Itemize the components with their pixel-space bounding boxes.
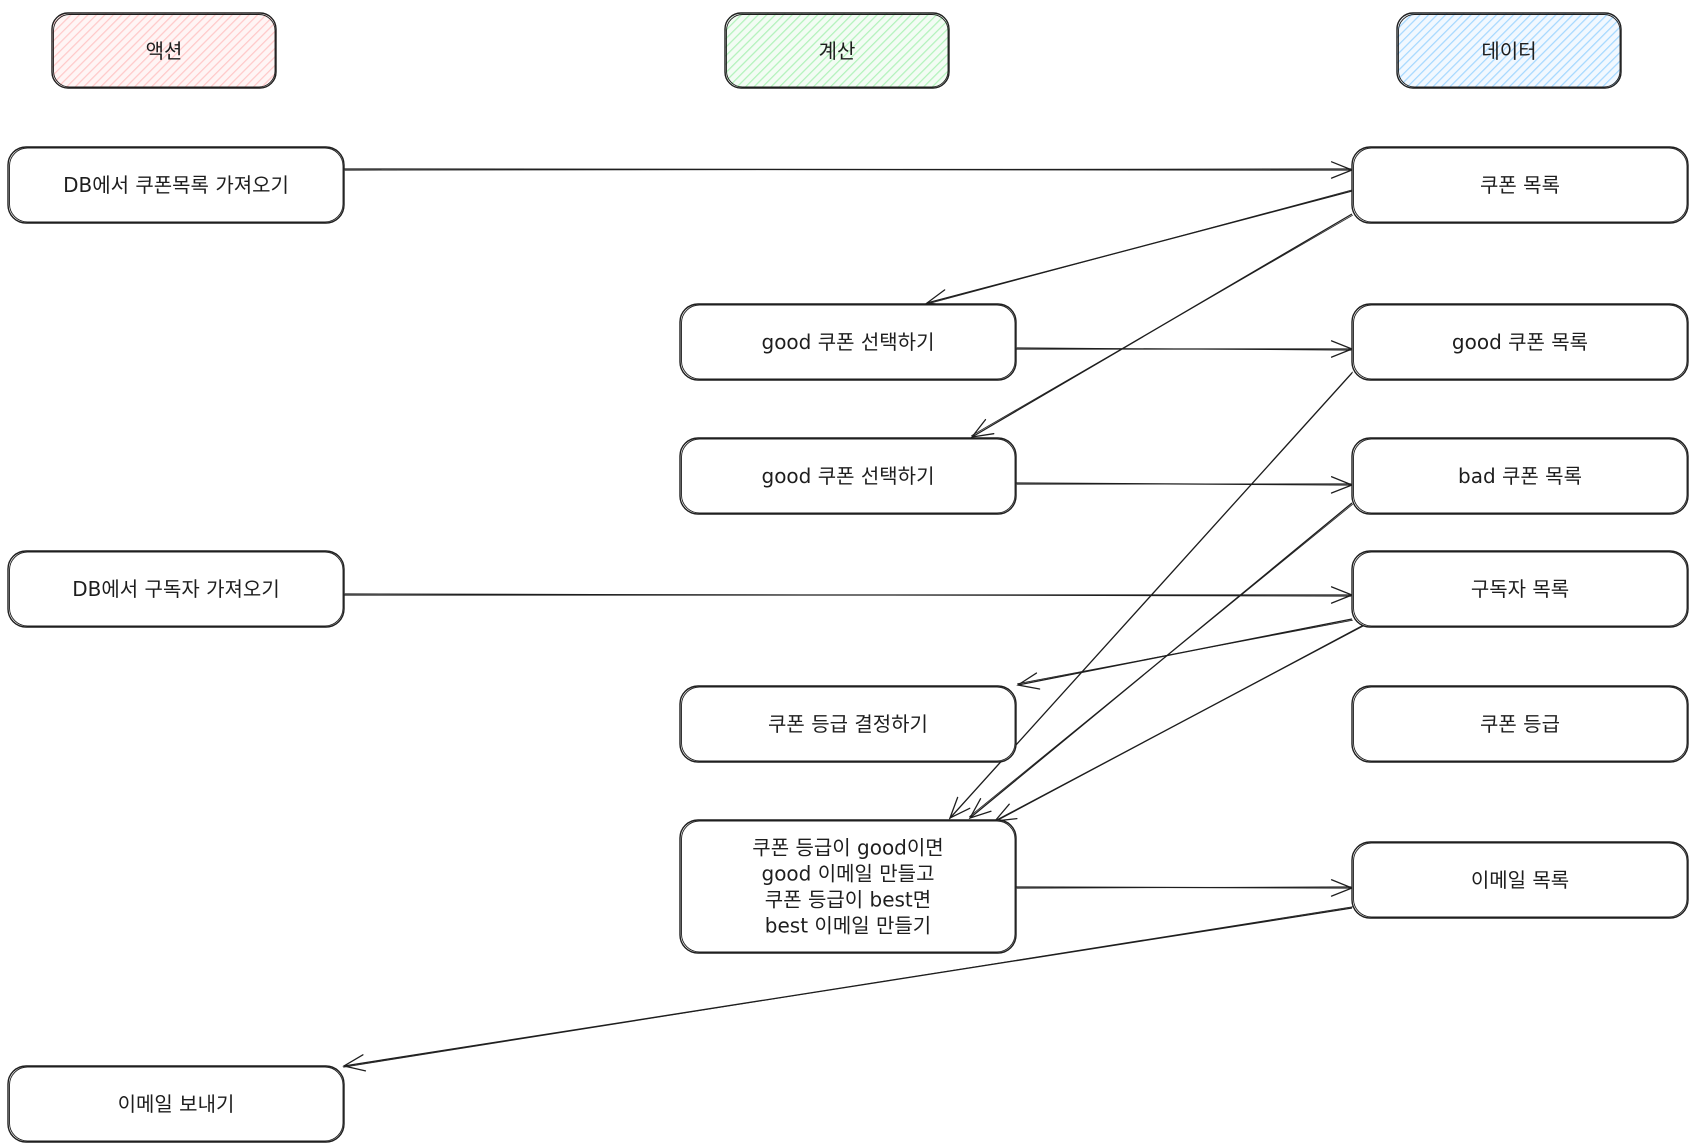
edge-select-good-1-to-good-coupon-list (1016, 340, 1354, 358)
node-select-good-1: good 쿠폰 선택하기 (679, 303, 1017, 381)
node-label: 이메일 보내기 (118, 1092, 235, 1116)
edge-coupon-list-to-select-good-2 (970, 213, 1353, 438)
node-label: 쿠폰 등급 (1480, 712, 1560, 736)
edge-select-good-2-to-bad-coupon-list (1015, 476, 1354, 494)
arrowhead-icon (342, 1054, 367, 1072)
header-calc: 계산 (724, 12, 950, 89)
node-label: 구독자 목록 (1471, 577, 1569, 601)
arrowhead-icon (948, 796, 971, 820)
node-label: best 이메일 만들기 (765, 914, 931, 938)
node-email-list: 이메일 목록 (1351, 841, 1689, 919)
node-fetch-subscribers: DB에서 구독자 가져오기 (7, 550, 345, 628)
edge-coupon-list-to-select-good-1 (925, 189, 1353, 307)
node-bad-coupon-list: bad 쿠폰 목록 (1351, 437, 1689, 515)
header-action: 액션 (51, 12, 277, 89)
header-data: 데이터 (1396, 12, 1622, 89)
node-label: DB에서 쿠폰목록 가져오기 (63, 173, 289, 197)
edge-bad-coupon-list-to-make-email (968, 502, 1353, 820)
node-label: good 쿠폰 선택하기 (762, 330, 935, 354)
arrowhead-icon (993, 803, 1018, 822)
node-coupon-rank: 쿠폰 등급 (1351, 685, 1689, 763)
edge-email-list-to-send-email (342, 906, 1353, 1072)
node-label: 쿠폰 등급 결정하기 (768, 712, 928, 736)
node-decide-rank: 쿠폰 등급 결정하기 (679, 685, 1017, 763)
edge-subscriber-list-to-decide-rank (1016, 618, 1353, 690)
edge-subscriber-list-to-make-email (993, 617, 1377, 823)
node-label: good 쿠폰 목록 (1452, 330, 1588, 354)
node-label: bad 쿠폰 목록 (1458, 464, 1582, 488)
node-fetch-coupons: DB에서 쿠폰목록 가져오기 (7, 146, 345, 224)
node-label: 이메일 목록 (1471, 868, 1569, 892)
node-label: good 이메일 만들고 (762, 862, 935, 886)
edge-fetch-subscribers-to-subscriber-list (344, 586, 1354, 604)
node-good-coupon-list: good 쿠폰 목록 (1351, 303, 1689, 381)
node-subscriber-list: 구독자 목록 (1351, 550, 1689, 628)
arrowhead-icon (968, 798, 992, 820)
arrowhead-icon (970, 418, 995, 438)
node-select-good-2: good 쿠폰 선택하기 (679, 437, 1017, 515)
node-label: 쿠폰 목록 (1480, 173, 1560, 197)
header-data-label: 데이터 (1481, 39, 1536, 63)
header-calc-label: 계산 (819, 39, 856, 63)
node-label: good 쿠폰 선택하기 (762, 464, 935, 488)
node-label: 쿠폰 등급이 best면 (765, 888, 931, 912)
edge-fetch-coupons-to-coupon-list (343, 161, 1354, 179)
node-label: 쿠폰 등급이 good이면 (752, 836, 943, 860)
edge-make-email-to-email-list (1015, 879, 1354, 897)
header-action-label: 액션 (146, 39, 183, 63)
node-label: DB에서 구독자 가져오기 (72, 577, 279, 601)
node-send-email: 이메일 보내기 (7, 1065, 345, 1143)
node-coupon-list: 쿠폰 목록 (1351, 146, 1689, 224)
arrowhead-icon (1016, 672, 1041, 690)
